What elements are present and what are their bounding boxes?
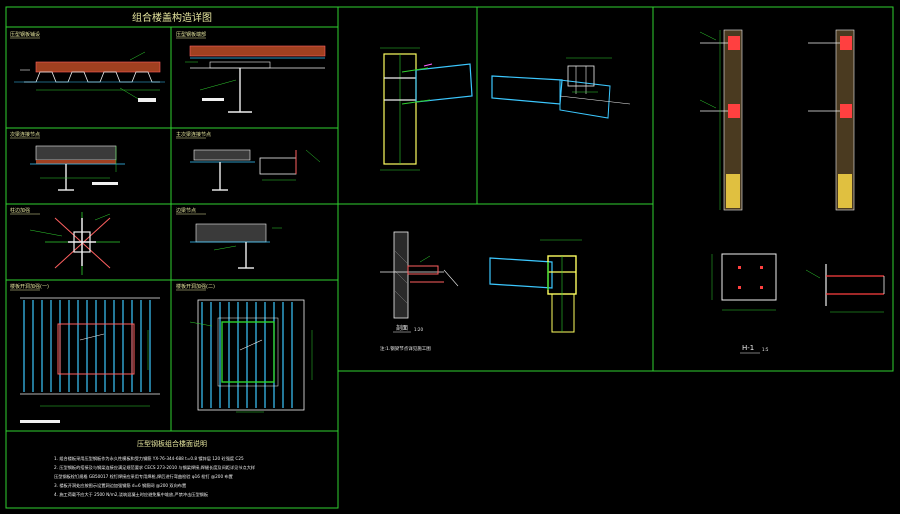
detail-opening-2: 楼板开洞加强(二) bbox=[176, 283, 313, 413]
detail-label-7: 楼板开洞加强(一) bbox=[10, 283, 49, 290]
plate-section-scale: 1:5 bbox=[762, 347, 769, 352]
drawing-title: 组合楼盖构造详图 bbox=[132, 11, 212, 24]
detail-edge-beam: 边梁节点 bbox=[176, 207, 282, 269]
notes-block: 压型钢板组合楼面说明 1. 组合楼板采用压型钢板作为永久性模板和受力钢筋 YX-… bbox=[54, 439, 255, 498]
detail-label-3: 次梁连接节点 bbox=[10, 131, 40, 138]
detail-beam-seat bbox=[491, 57, 631, 119]
detail-beam-column-joint bbox=[380, 47, 473, 171]
note-line-1: 1. 组合楼板采用压型钢板作为永久性模板和受力钢筋 YX-76-344-688 … bbox=[54, 455, 244, 462]
detail-label-2: 压型钢板端部 bbox=[176, 31, 206, 38]
detail-primary-secondary: 主次梁连接节点 bbox=[176, 131, 321, 191]
detail-opening-1: 楼板开洞加强(一) bbox=[10, 283, 160, 423]
section-scale: 1:20 bbox=[414, 327, 423, 332]
detail-beam-to-column bbox=[489, 239, 582, 333]
section-note: 注:1.钢梁节点详见施工图 bbox=[380, 345, 431, 352]
section-label: 剖面 bbox=[396, 324, 408, 332]
detail-deck-end: 压型钢板端部 bbox=[176, 31, 326, 113]
detail-label-8: 楼板开洞加强(二) bbox=[176, 283, 215, 290]
detail-label-4: 主次梁连接节点 bbox=[176, 131, 211, 138]
plate-section-label: H-1 bbox=[742, 344, 754, 352]
detail-label-5: 柱边加强 bbox=[10, 207, 30, 214]
notes-title: 压型钢板组合楼面说明 bbox=[137, 439, 207, 448]
detail-label-6: 边梁节点 bbox=[176, 207, 196, 214]
note-line-2: 2. 压型钢板的搭接及与钢梁连接应满足规范要求 CECS 273-2010 与钢… bbox=[54, 464, 255, 471]
sheet-frames bbox=[5, 6, 894, 509]
detail-section: 剖面 1:20 注:1.钢梁节点详见施工图 bbox=[380, 231, 459, 352]
note-line-3: 压型钢板栓钉规格 GB50017 栓钉焊接应采用专用焊枪,焊后进行弯曲检验 φ1… bbox=[54, 473, 233, 480]
detail-secondary-beam: 次梁连接节点 bbox=[10, 131, 125, 191]
detail-plate-h1: H-1 1:5 bbox=[711, 253, 885, 354]
detail-label-1: 压型钢板铺设 bbox=[10, 31, 40, 38]
detail-deck-laying: 压型钢板铺设 bbox=[10, 31, 165, 102]
detail-column-reinforcement: 柱边加强 bbox=[10, 207, 120, 275]
note-line-5: 4. 施工荷载不应大于 2500 N/m2,浇筑混凝土时应避免集中堆放,严禁冲击… bbox=[54, 491, 209, 498]
note-line-4: 3. 楼板开洞处应按图示设置洞边加强钢筋 d=6 钢筋网 @200 双向布置 bbox=[54, 482, 186, 489]
detail-wall-elevations bbox=[699, 29, 855, 211]
